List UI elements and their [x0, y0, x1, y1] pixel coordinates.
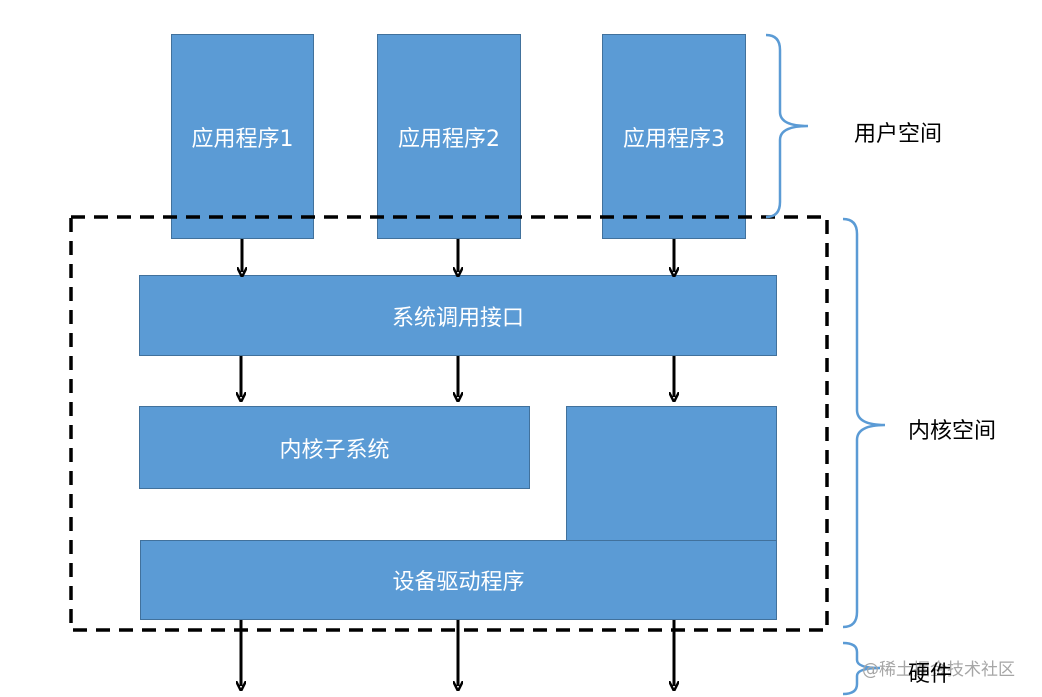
hardware-label: 硬件 [908, 662, 953, 687]
user-space-bracket [765, 33, 809, 219]
app-box-2: 应用程序2 [377, 34, 521, 239]
app-box-1-label: 应用程序1 [191, 126, 294, 152]
syscall-interface-box: 系统调用接口 [139, 275, 777, 356]
device-driver-label: 设备驱动程序 [392, 570, 525, 595]
kernel-subsystem-label: 内核子系统 [279, 437, 390, 463]
app-box-3-label: 应用程序3 [623, 126, 725, 152]
kernel-subsystem-box: 内核子系统 [139, 406, 530, 489]
driver-extension-box [566, 406, 777, 542]
app-box-3: 应用程序3 [602, 34, 746, 239]
syscall-interface-label: 系统调用接口 [391, 305, 524, 331]
watermark: @稀土掘金技术社区 [862, 660, 1015, 680]
device-driver-box: 设备驱动程序 [140, 540, 777, 620]
user-space-label: 用户空间 [854, 122, 943, 147]
app-box-2-label: 应用程序2 [398, 126, 500, 152]
app-box-1: 应用程序1 [171, 34, 314, 239]
kernel-space-label: 内核空间 [908, 419, 997, 444]
kernel-space-bracket [842, 217, 886, 629]
